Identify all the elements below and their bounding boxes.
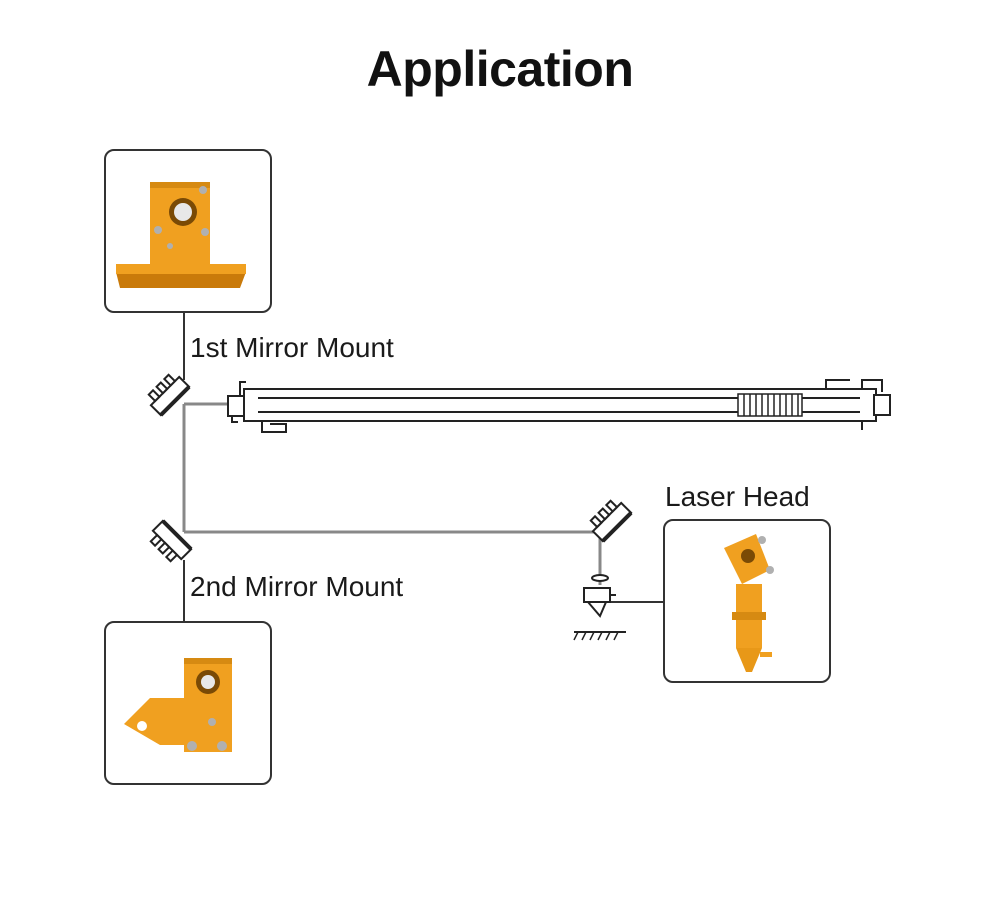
first-mirror-label: 1st Mirror Mount	[190, 332, 394, 363]
third-mirror-symbol	[589, 499, 633, 543]
tube-coil	[737, 393, 803, 417]
page-title: Application	[366, 41, 634, 97]
second-mirror-mount-image	[124, 658, 232, 752]
first-mirror-symbol	[147, 373, 191, 417]
beam-path	[182, 402, 602, 585]
focus-nozzle-symbol	[573, 574, 626, 641]
laser-head-label: Laser Head	[665, 481, 810, 512]
laser-head-image	[724, 534, 774, 672]
second-mirror-symbol	[149, 519, 193, 563]
connector-lines	[183, 313, 663, 621]
first-mirror-mount-image	[116, 182, 246, 288]
second-mirror-label: 2nd Mirror Mount	[190, 571, 404, 602]
laser-tube	[227, 379, 891, 433]
